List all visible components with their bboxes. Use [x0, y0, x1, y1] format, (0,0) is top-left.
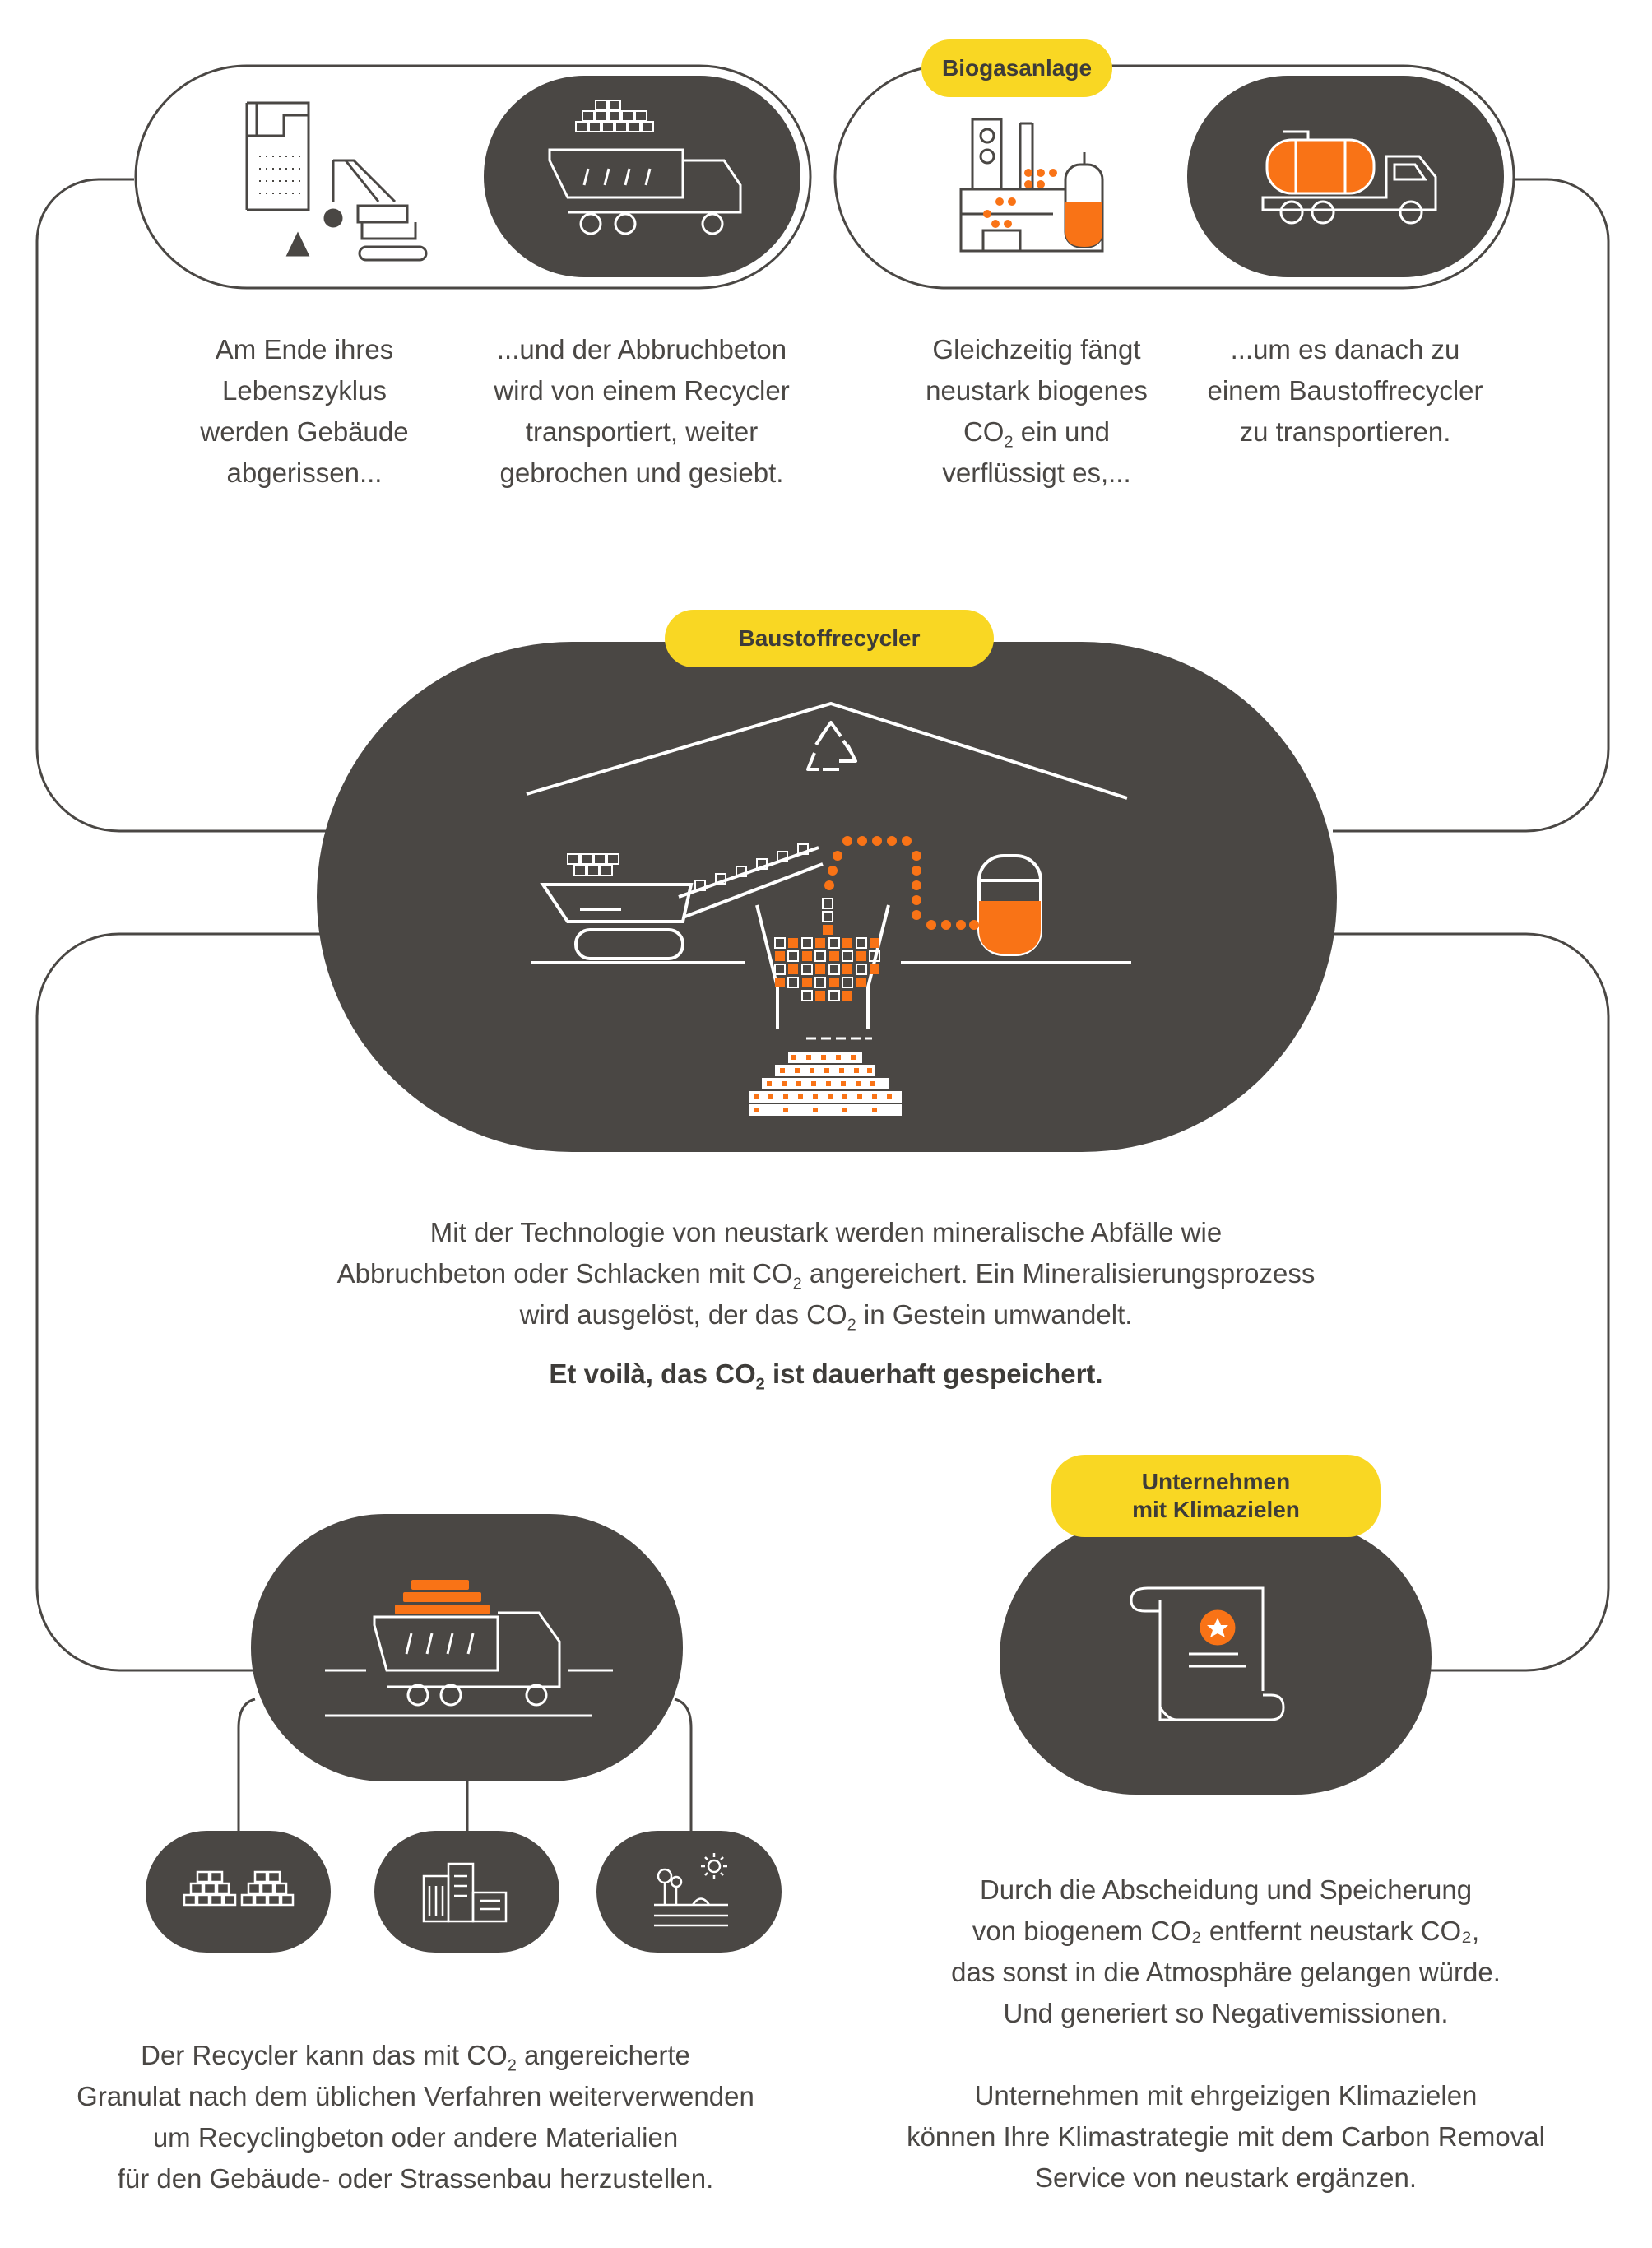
bottom-right-line: Unternehmen mit ehrgeizigen Klimazielen [974, 2080, 1478, 2111]
step4-line: einem Baustoffrecycler [1207, 375, 1483, 406]
co2-text: CO [963, 416, 1005, 447]
co2-subscript: 2 [792, 1275, 802, 1294]
center-text-part: angereichert. Ein Mineralisierungsprozes… [801, 1258, 1316, 1289]
step3-text-rest: ein und [1013, 416, 1111, 447]
landscape-icon [654, 1853, 728, 1927]
center-conclusion: Et voilà, das CO2 ist dauerhaft gespeich… [209, 1354, 1443, 1395]
loaded-truck-icon [325, 1580, 613, 1717]
transport-capsule [251, 1514, 683, 1781]
recycling-plant-icon [526, 701, 1131, 1040]
center-line: Abbruchbeton oder Schlacken mit CO2 ange… [209, 1253, 1443, 1294]
step1-line: Lebenszyklus [222, 375, 387, 406]
hopper-material [774, 898, 880, 1001]
bottom-left-line: Der Recycler kann das mit CO2 angereiche… [66, 2035, 765, 2076]
center-text-part: in Gestein umwandelt. [856, 1299, 1133, 1330]
co2-subscript: 2 [1004, 433, 1014, 452]
badge-baustoffrecycler: Baustoffrecycler [665, 610, 994, 667]
bottom-left-text: Der Recycler kann das mit CO2 angereiche… [66, 2035, 765, 2199]
step3-line: verflüssigt es,... [942, 457, 1131, 488]
output-pile [749, 1052, 902, 1116]
recycle-icon [806, 721, 857, 771]
certificate-icon [1130, 1586, 1285, 1721]
bricks-icon [183, 1870, 295, 1907]
co2-subscript: 2 [755, 1375, 765, 1394]
badge-baustoffrecycler-label: Baustoffrecycler [738, 625, 921, 651]
center-line: wird ausgelöst, der das CO2 in Gestein u… [209, 1294, 1443, 1335]
center-line: Mit der Technologie von neustark werden … [429, 1217, 1223, 1247]
buildings-icon [422, 1862, 508, 1923]
dark-pill-truck [484, 76, 800, 277]
center-text-part: Abbruchbeton oder Schlacken mit CO [336, 1258, 793, 1289]
step3-line: CO2 ein und [872, 411, 1201, 453]
step1-text: Am Ende ihres Lebenszyklus werden Gebäud… [148, 329, 461, 494]
step2-line: ...und der Abbruchbeton [496, 334, 787, 365]
bottom-right-line: können Ihre Klimastrategie mit dem Carbo… [907, 2121, 1545, 2152]
center-text-part: ist dauerhaft gespeichert. [764, 1359, 1103, 1389]
badge-unternehmen-line2: mit Klimazielen [1132, 1497, 1300, 1522]
badge-biogasanlage: Biogasanlage [921, 39, 1112, 97]
step4-line: ...um es danach zu [1230, 334, 1460, 365]
step2-text: ...und der Abbruchbeton wird von einem R… [461, 329, 823, 494]
step2-line: gebrochen und gesiebt. [499, 457, 784, 488]
bricks-pill [146, 1831, 331, 1953]
bottom-left-line: um Recyclingbeton oder andere Materialie… [152, 2122, 679, 2153]
center-text-part: wird ausgelöst, der das CO [519, 1299, 847, 1330]
bottom-right-spacer [856, 2034, 1596, 2075]
center-text-part: Et voilà, das CO [549, 1359, 756, 1389]
bottom-right-line: das sonst in die Atmosphäre gelangen wür… [951, 1957, 1501, 1987]
step4-text: ...um es danach zu einem Baustoffrecycle… [1172, 329, 1518, 453]
bottom-right-line: von biogenem CO₂ entfernt neustark CO₂, [972, 1916, 1480, 1946]
building-demolition-icon [245, 101, 428, 262]
bottom-right-line: Service von neustark ergänzen. [1034, 2162, 1418, 2193]
bottom-left-line: Granulat nach dem üblichen Verfahren wei… [77, 2081, 754, 2111]
step3-line: neustark biogenes [926, 375, 1148, 406]
bottom-left-line: für den Gebäude- oder Strassenbau herzus… [117, 2163, 714, 2194]
biogas-plant-icon [959, 118, 1104, 253]
bottom-right-text: Durch die Abscheidung und Speicherung vo… [856, 1869, 1596, 2199]
bottom-left-text-part: Der Recycler kann das mit CO [141, 2040, 508, 2070]
co2-pipe [824, 836, 979, 930]
badge-unternehmen-line1: Unternehmen [1141, 1469, 1291, 1494]
dump-truck-icon [548, 100, 742, 235]
badge-biogasanlage-label: Biogasanlage [941, 55, 1093, 81]
bottom-left-text-part: angereicherte [516, 2040, 690, 2070]
tanker-truck-icon [1261, 130, 1437, 225]
step3-text: Gleichzeitig fängt neustark biogenes CO2… [872, 329, 1201, 494]
co2-subscript: 2 [847, 1316, 856, 1335]
step4-line: zu transportieren. [1239, 416, 1451, 447]
buildings-pill [374, 1831, 559, 1953]
bottom-right-line: Durch die Abscheidung und Speicherung [979, 1874, 1473, 1905]
step2-line: transportiert, weiter [525, 416, 759, 447]
badge-unternehmen: Unternehmen mit Klimazielen [1051, 1455, 1381, 1537]
step1-line: abgerissen... [226, 457, 383, 488]
step2-line: wird von einem Recycler [494, 375, 790, 406]
step1-line: werden Gebäude [200, 416, 409, 447]
step3-line: Gleichzeitig fängt [932, 334, 1141, 365]
center-text: Mit der Technologie von neustark werden … [209, 1212, 1443, 1395]
step1-line: Am Ende ihres [215, 334, 394, 365]
bottom-right-line: Und generiert so Negativemissionen. [1003, 1998, 1449, 2028]
landscape-pill [596, 1831, 782, 1953]
co2-subscript: 2 [507, 2056, 517, 2075]
recycler-capsule [317, 642, 1337, 1152]
certificate-capsule [1000, 1521, 1432, 1795]
